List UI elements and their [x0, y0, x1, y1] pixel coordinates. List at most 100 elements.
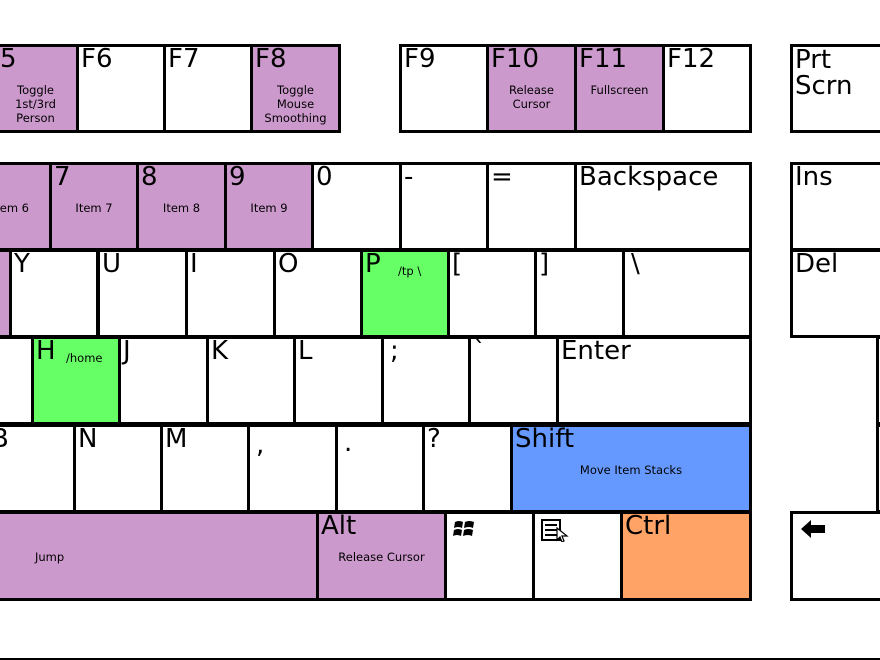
key-backspace[interactable]: Backspace	[574, 162, 752, 251]
key-u[interactable]: U	[97, 249, 188, 338]
key-label: Enter	[561, 336, 631, 366]
key-label: Ins	[795, 162, 833, 192]
key-action: Jump	[35, 550, 65, 564]
key-n[interactable]: N	[73, 424, 163, 513]
key-minus[interactable]: -	[399, 162, 489, 251]
key-label: F11	[579, 44, 628, 74]
key-j[interactable]: J	[118, 336, 209, 425]
key-action: /home	[66, 351, 103, 365]
windows-logo-icon	[453, 518, 477, 544]
key-f7[interactable]: F7	[163, 44, 253, 133]
key-label: -	[404, 162, 414, 192]
key-enter[interactable]: Enter	[556, 336, 752, 425]
key-label: N	[78, 424, 98, 454]
key-o[interactable]: O	[273, 249, 363, 338]
key-left-arrow[interactable]	[790, 511, 880, 601]
key-backtick[interactable]: `	[468, 336, 559, 425]
key-action: /tp \	[398, 264, 422, 278]
key-label: 7	[54, 162, 71, 192]
key-b[interactable]: B	[0, 424, 76, 513]
key-label: F8	[255, 44, 287, 74]
key-f11[interactable]: F11 Fullscreen	[574, 44, 665, 133]
key-f8[interactable]: F8 Toggle Mouse Smoothing	[250, 44, 341, 133]
key-label: H	[36, 336, 56, 366]
left-arrow-icon	[799, 518, 827, 544]
key-action: Release Cursor	[338, 550, 425, 564]
key-label: Ctrl	[625, 511, 672, 541]
key-label: [	[452, 249, 463, 279]
key-label: \	[631, 249, 640, 279]
key-action: Item 7	[75, 201, 113, 215]
key-label: 0	[316, 162, 333, 192]
key-action: Release Cursor	[509, 83, 554, 111]
key-action: Item 9	[250, 201, 288, 215]
key-equals[interactable]: =	[486, 162, 577, 251]
key-6[interactable]: Item 6	[0, 162, 52, 251]
key-h[interactable]: H /home	[31, 336, 121, 425]
key-label: M	[165, 424, 188, 454]
key-del[interactable]: Del	[790, 249, 880, 338]
key-f9[interactable]: F9	[399, 44, 489, 133]
key-label: ]	[539, 249, 550, 279]
key-action: Toggle 1st/3rd Person	[15, 83, 56, 125]
key-comma[interactable]: ,	[247, 424, 338, 513]
key-label: O	[278, 249, 299, 279]
key-right-edge-top[interactable]	[876, 336, 880, 425]
key-shift[interactable]: Shift Move Item Stacks	[510, 424, 752, 513]
key-question[interactable]: ?	[422, 424, 513, 513]
key-label: K	[211, 336, 229, 366]
key-label: F5	[0, 44, 17, 74]
key-space[interactable]: Jump	[0, 511, 319, 601]
key-semicolon[interactable]: ;	[381, 336, 471, 425]
key-action: Item 8	[162, 201, 201, 215]
key-label: J	[123, 336, 131, 366]
key-label: `	[473, 336, 486, 366]
key-k[interactable]: K	[206, 336, 296, 425]
key-9[interactable]: 9 Item 9	[224, 162, 314, 251]
key-0[interactable]: 0	[311, 162, 402, 251]
key-right-bracket[interactable]: ]	[534, 249, 625, 338]
key-label: I	[190, 249, 198, 279]
key-label: U	[102, 249, 122, 279]
key-label: =	[491, 162, 513, 192]
key-f6[interactable]: F6	[76, 44, 166, 133]
key-label: Alt	[321, 511, 357, 541]
key-label: F6	[81, 44, 113, 74]
key-action: Item 6	[0, 201, 29, 215]
key-label: Y	[14, 249, 30, 279]
key-m[interactable]: M	[160, 424, 250, 513]
key-label: ;	[390, 336, 399, 366]
key-prtscrn[interactable]: Prt Scrn	[790, 44, 880, 133]
key-label: F7	[168, 44, 200, 74]
key-f12[interactable]: F12	[662, 44, 752, 133]
key-l[interactable]: L	[293, 336, 384, 425]
key-g-edge[interactable]	[0, 336, 34, 425]
key-f10[interactable]: F10 Release Cursor	[486, 44, 577, 133]
key-ins[interactable]: Ins	[790, 162, 880, 251]
key-ctrl[interactable]: Ctrl	[620, 511, 752, 601]
key-i[interactable]: I	[185, 249, 276, 338]
key-label: B	[0, 427, 9, 453]
key-label: F12	[667, 44, 716, 74]
key-label: ,	[256, 430, 265, 460]
key-label: Del	[795, 249, 839, 279]
key-right-edge-bottom[interactable]	[876, 424, 880, 513]
key-windows[interactable]	[444, 511, 535, 601]
key-p[interactable]: P /tp \	[360, 249, 450, 338]
key-7[interactable]: 7 Item 7	[49, 162, 139, 251]
key-label: P	[365, 249, 381, 279]
key-menu[interactable]	[532, 511, 623, 601]
key-label: ?	[427, 424, 441, 454]
key-y[interactable]: Y	[9, 249, 99, 338]
key-label: L	[298, 336, 313, 366]
key-8[interactable]: 8 Item 8	[136, 162, 227, 251]
key-label: Shift	[515, 424, 575, 454]
key-period[interactable]: .	[335, 424, 425, 513]
key-label: F10	[491, 44, 540, 74]
key-alt[interactable]: Alt Release Cursor	[316, 511, 447, 601]
key-left-bracket[interactable]: [	[447, 249, 537, 338]
key-backslash[interactable]: \	[622, 249, 752, 338]
key-f5[interactable]: F5 Toggle 1st/3rd Person	[0, 44, 79, 133]
context-menu-icon	[541, 518, 569, 546]
